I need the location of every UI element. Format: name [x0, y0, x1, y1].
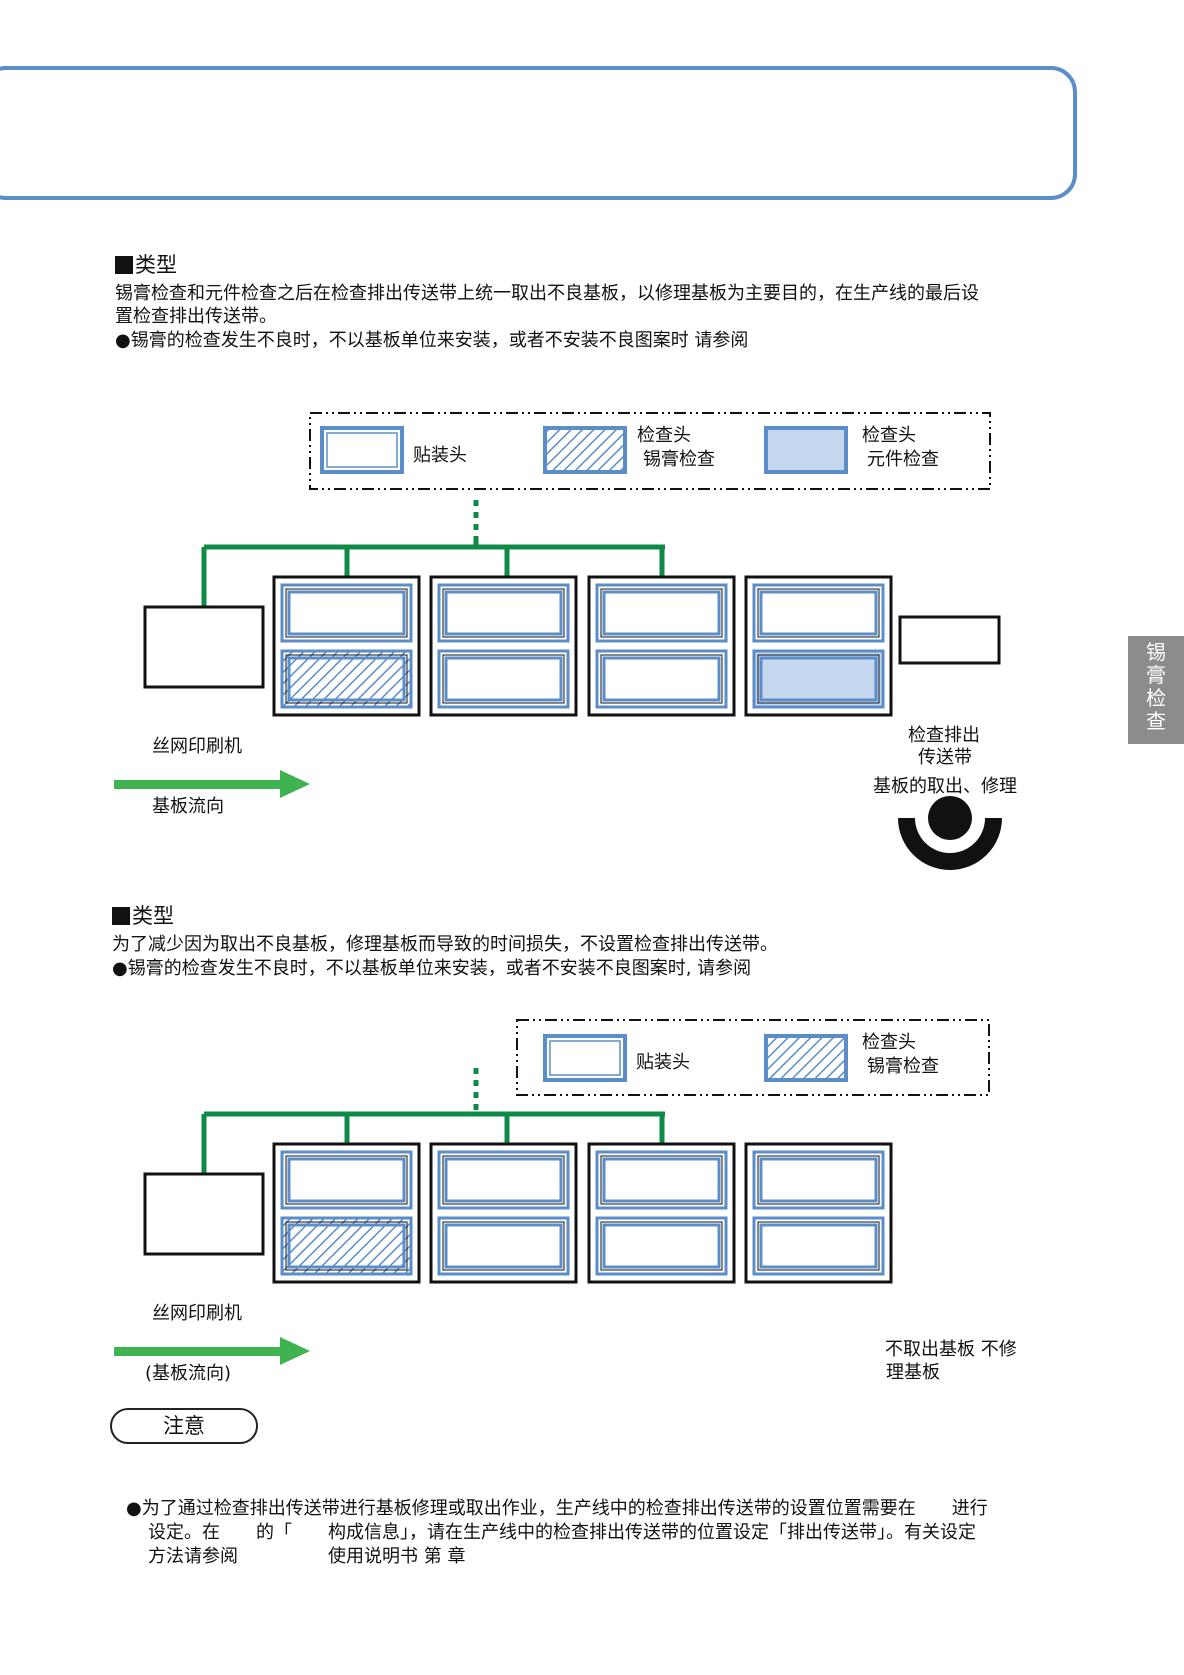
note-line2: 设定。在 的「 构成信息」，请在生产线中的检查排出传送带的位置设定「排出传送带」… [148, 1522, 976, 1543]
legend-mount-head: 贴装头 [636, 1052, 690, 1073]
module-2 [429, 1142, 578, 1284]
operator-icon [898, 796, 1002, 870]
legend-box: 贴装头 检查头 锡膏检查 检查头 元件检查 [309, 412, 991, 490]
printer-label: 丝网印刷机 [152, 1303, 242, 1324]
conveyor-label-line2: 传送带 [918, 747, 972, 768]
note-line1: ●为了通过检查排出传送带进行基板修理或取出作业，生产线中的检查排出传送带的设置位… [126, 1498, 988, 1519]
printer-label: 丝网印刷机 [152, 736, 242, 757]
printer-box [143, 1172, 265, 1256]
legend-paste-line1: 检查头 [637, 425, 691, 446]
section1-heading-text: 类型 [135, 253, 177, 277]
flow-label: (基板流向) [145, 1363, 231, 1384]
side-tab-char: 锡 [1146, 640, 1166, 664]
section1-bullet: ●锡膏的检查发生不良时，不以基板单位来安装，或者不安装不良图案时 请参阅 [115, 330, 749, 351]
module-1 [272, 1142, 421, 1284]
legend-paste-line2: 锡膏检查 [867, 1055, 939, 1077]
legend-paste-line1: 检查头 [862, 1032, 916, 1053]
no-remove-line1: 不取出基板 不修 [885, 1339, 1017, 1360]
section1-desc-line1: 锡膏检查和元件检查之后在检查排出传送带上统一取出不良基板，以修理基板为主要目的，… [115, 283, 979, 304]
side-tab[interactable]: 锡 膏 检 查 [1128, 636, 1184, 744]
flow-label: 基板流向 [152, 796, 224, 817]
section1-desc-line2: 置检查排出传送带。 [115, 306, 277, 327]
module-3 [587, 1142, 736, 1284]
module-1 [272, 575, 421, 717]
conveyor-label-line1: 检查排出 [908, 725, 980, 746]
side-tab-char: 膏 [1146, 663, 1166, 687]
module-2 [429, 575, 578, 717]
module-4 [744, 575, 893, 717]
note-line3: 方法请参阅 使用说明书 第 章 [148, 1546, 466, 1567]
repair-label: 基板的取出、修理 [873, 776, 1017, 797]
diagram-type2: 贴装头 检查头 锡膏检查 [114, 1019, 1017, 1384]
network-lines [201, 500, 665, 608]
section2-heading: 类型 [112, 903, 174, 929]
square-bullet-icon [115, 256, 133, 274]
legend-box: 贴装头 检查头 锡膏检查 [516, 1019, 990, 1096]
flow-arrow-icon [114, 770, 310, 798]
diagram-type1: 贴装头 检查头 锡膏检查 检查头 元件检查 [114, 412, 1017, 870]
legend-mount-head: 贴装头 [413, 445, 467, 466]
network-lines [201, 1068, 665, 1175]
section2-bullet: ●锡膏的检查发生不良时，不以基板单位来安装，或者不安装不良图案时, 请参阅 [112, 958, 752, 979]
note-badge: 注意 [110, 1408, 258, 1444]
section2-desc: 为了减少因为取出不良基板，修理基板而导致的时间损失，不设置检查排出传送带。 [112, 934, 778, 955]
printer-box [143, 605, 265, 689]
flow-arrow-icon [114, 1337, 310, 1365]
conveyor-box [898, 615, 1001, 665]
header-banner [0, 66, 1077, 200]
legend-paste-line2: 锡膏检查 [643, 448, 715, 470]
module-4 [744, 1142, 893, 1284]
legend-part-line2: 元件检查 [867, 449, 939, 470]
legend-part-line1: 检查头 [862, 425, 916, 446]
no-remove-line2: 理基板 [886, 1362, 940, 1383]
section2-heading-text: 类型 [132, 904, 174, 928]
section1-heading: 类型 [115, 252, 177, 278]
module-3 [587, 575, 736, 717]
side-tab-char: 检 [1146, 686, 1166, 710]
side-tab-char: 查 [1146, 709, 1166, 733]
square-bullet-icon [112, 907, 130, 925]
